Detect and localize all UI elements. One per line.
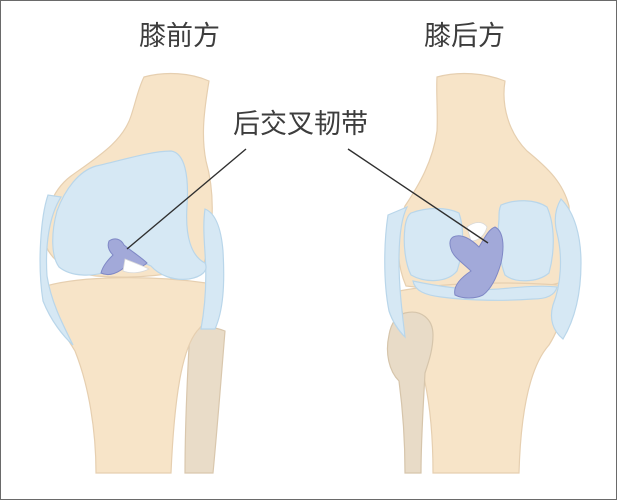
front-view-title: 膝前方 <box>139 21 220 52</box>
front-knee <box>39 72 226 474</box>
back-medial-cartilage <box>550 198 582 340</box>
front-patella-cartilage <box>52 150 207 280</box>
leader-line-back <box>347 148 489 244</box>
back-left-condyle <box>403 207 464 282</box>
front-lateral-meniscus <box>39 194 74 346</box>
back-right-condyle <box>497 200 554 282</box>
front-fibula <box>184 326 226 474</box>
leader-line-front <box>126 148 247 250</box>
back-ligament-gap <box>466 222 488 242</box>
front-tibia <box>45 277 211 474</box>
back-lateral-cartilage <box>384 205 409 339</box>
back-ligament <box>449 226 504 299</box>
front-ligament-gap <box>122 258 150 274</box>
back-fibula-head <box>386 311 434 474</box>
ligament-callout-label: 后交叉韧带 <box>233 109 368 140</box>
front-medial-meniscus <box>200 208 225 330</box>
back-knee <box>384 72 582 474</box>
back-view-title: 膝后方 <box>424 21 505 52</box>
